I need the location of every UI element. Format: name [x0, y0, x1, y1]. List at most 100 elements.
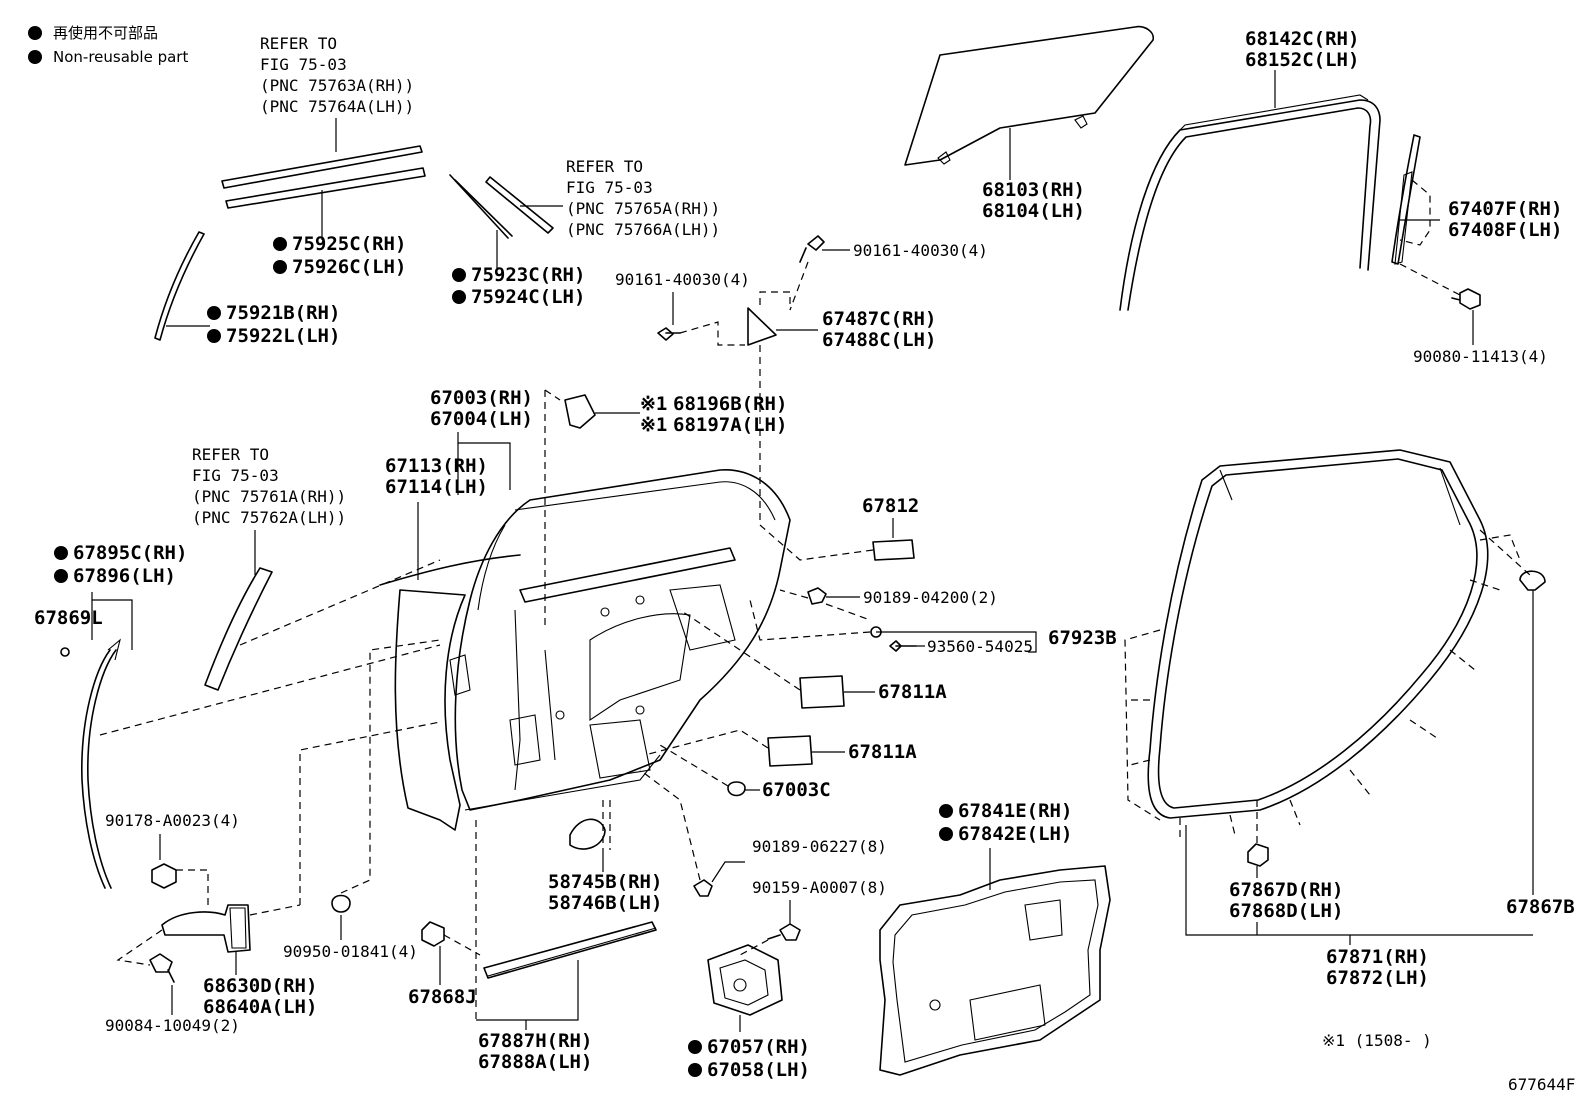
cap-67003c [727, 781, 746, 797]
label-67408f: 67408F(LH) [1448, 219, 1562, 241]
outer-panel-67113 [394, 589, 466, 831]
label-75925c: 75925C(RH) [292, 233, 406, 255]
label-67811a-2: 67811A [848, 741, 917, 763]
screws-90161: 90161-40030(4) 90161-40030(4) 67487C(RH)… [615, 235, 988, 520]
label-67868d: 67868D(LH) [1229, 900, 1343, 922]
front-frame-moulding [204, 567, 273, 691]
refer-line: REFER TO [566, 157, 643, 176]
refer-line: (PNC 75766A(LH)) [566, 220, 720, 239]
door-check-68630d [161, 904, 251, 953]
door-lock-assembly: 90189-06227(8) 90159-A0007(8) 67057(RH) … [639, 769, 887, 1081]
label-67057: 67057(RH) [707, 1036, 810, 1058]
label-75926c: 75926C(LH) [292, 256, 406, 278]
label-68152c: 68152C(LH) [1245, 49, 1359, 71]
refer-line: FIG 75-03 [260, 55, 347, 74]
glass-run-68142c [1119, 99, 1381, 311]
refer-note-1: REFER TO FIG 75-03 (PNC 75763A(RH)) (PNC… [260, 34, 414, 152]
label-67811a-1: 67811A [878, 681, 947, 703]
clip-68196b [564, 394, 596, 429]
front-weatherstrip-67895c: 67895C(RH) 67896(LH) 67869L [34, 542, 187, 889]
label-67896: 67896(LH) [73, 565, 176, 587]
label-67113: 67113(RH) [385, 455, 488, 477]
moulding-75923c [454, 179, 513, 237]
label-75922l: 75922L(LH) [226, 325, 340, 347]
door-weatherstrip-67871: 67867B 67867D(RH) 67868D(LH) 67871(RH) 6… [1124, 449, 1575, 989]
label-90189-b: 90189-06227(8) [752, 837, 887, 856]
label-67487c: 67487C(RH) [822, 308, 936, 330]
bolt-icon [149, 953, 175, 983]
silencer-pads: 67812 67811A 67811A [644, 495, 947, 767]
label-68104: 68104(LH) [982, 200, 1085, 222]
label-67871: 67871(RH) [1326, 946, 1429, 968]
door-glass-68103 [904, 25, 1155, 166]
refer-note-3: REFER TO FIG 75-03 (PNC 75761A(RH)) (PNC… [99, 445, 441, 736]
label-68103: 68103(RH) [982, 179, 1085, 201]
refer-line: (PNC 75761A(RH)) [192, 487, 346, 506]
division-bar-67407f: 67407F(RH) 67408F(LH) 90080-11413(4) [1391, 134, 1562, 366]
screw-icon [889, 640, 917, 652]
screw-icon [693, 879, 713, 897]
label-75923c: 75923C(RH) [471, 264, 585, 286]
weatherstrip-outer [1147, 449, 1489, 819]
figure-code: 677644F [1508, 1075, 1575, 1094]
label-67923b: 67923B [1048, 627, 1117, 649]
refer-line: FIG 75-03 [566, 178, 653, 197]
label-68197a: 68197A(LH) [673, 414, 787, 436]
non-reusable-dot-icon [28, 26, 42, 40]
refer-line: REFER TO [192, 445, 269, 464]
label-67004: 67004(LH) [430, 408, 533, 430]
label-68196b: 68196B(RH) [673, 393, 787, 415]
glass-run: 68142C(RH) 68152C(LH) [1119, 28, 1381, 311]
screw-icon [799, 235, 825, 263]
label-67888a: 67888A(LH) [478, 1051, 592, 1073]
legend-en: Non-reusable part [53, 48, 188, 66]
pad-67811a-lower [767, 735, 813, 767]
label-67895c: 67895C(RH) [73, 542, 187, 564]
service-hole-cover-67841e: 67841E(RH) 67842E(LH) [879, 800, 1111, 1076]
footnote: ※1 (1508- ) [1322, 1031, 1432, 1050]
refer-line: REFER TO [260, 34, 337, 53]
weatherstrip-67895c [81, 649, 111, 889]
legend-jp: 再使用不可部品 [53, 24, 158, 42]
label-67407f: 67407F(RH) [1448, 198, 1562, 220]
label-67114: 67114(LH) [385, 476, 488, 498]
rear-door-panel [379, 469, 791, 831]
door-glass: 68103(RH) 68104(LH) [904, 25, 1155, 222]
label-67812: 67812 [862, 495, 919, 517]
moulding-refer [485, 176, 554, 234]
outer-belt-moulding [221, 145, 423, 189]
door-panel-labels: 67003(RH) 67004(LH) ※1 68196B(RH) ※1 681… [385, 387, 787, 630]
label-67872: 67872(LH) [1326, 967, 1429, 989]
label-58746b: 58746B(LH) [548, 892, 662, 914]
clip-67867b [1519, 570, 1546, 591]
label-67842e: 67842E(LH) [958, 823, 1072, 845]
clip-67867d [1247, 843, 1269, 867]
clip-67868j [421, 921, 445, 947]
belt-weatherstrip-75925c [225, 167, 426, 209]
label-67003: 67003(RH) [430, 387, 533, 409]
refer-line: (PNC 75764A(LH)) [260, 97, 414, 116]
label-67488c: 67488C(LH) [822, 329, 936, 351]
door-check-assembly: 90178-A0023(4) 68630D(RH) 68640A(LH) 900… [105, 639, 441, 1035]
label-90950: 90950-01841(4) [283, 942, 418, 961]
refer-line: (PNC 75763A(RH)) [260, 76, 414, 95]
front-moulding-75921b: 75921B(RH) 75922L(LH) [154, 231, 340, 347]
label-90159: 90159-A0007(8) [752, 878, 887, 897]
bolt-icon [767, 923, 801, 941]
label-90178: 90178-A0023(4) [105, 811, 240, 830]
label-58745b: 58745B(RH) [548, 871, 662, 893]
label-68640a: 68640A(LH) [203, 996, 317, 1018]
label-68142c: 68142C(RH) [1245, 28, 1359, 50]
mark-1b: ※1 [640, 414, 667, 436]
label-90080: 90080-11413(4) [1413, 347, 1548, 366]
pad-67812 [872, 539, 915, 561]
label-90084: 90084-10049(2) [105, 1016, 240, 1035]
door-lock-67057 [707, 944, 783, 1016]
mark-1a: ※1 [640, 393, 667, 415]
non-reusable-dot-icon [28, 50, 42, 64]
label-93560: 93560-54025 [927, 637, 1033, 656]
legend: 再使用不可部品 Non-reusable part [28, 24, 188, 66]
label-67867d: 67867D(RH) [1229, 879, 1343, 901]
moulding-67887h [483, 921, 657, 979]
